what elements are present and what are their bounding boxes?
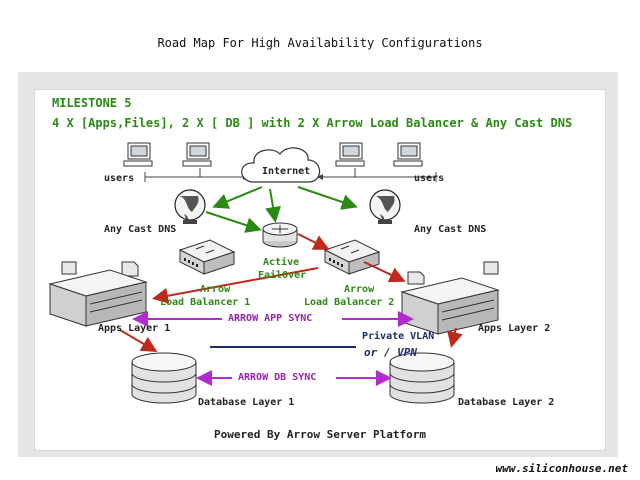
milestone-label: MILESTONE 5 — [52, 96, 132, 110]
lb2-arrow-label: Arrow — [344, 284, 375, 295]
powered-by-label: Powered By Arrow Server Platform — [214, 428, 426, 441]
internet-label: Internet — [262, 166, 311, 177]
red-arrows — [119, 233, 463, 353]
router-icon — [262, 222, 298, 248]
or-vpn-label: or / VPN — [364, 346, 417, 359]
server-icon — [48, 261, 148, 327]
computer-icon — [182, 142, 212, 167]
computer-icon — [123, 142, 153, 167]
database-icon — [131, 352, 197, 404]
failover-label: FailOver — [258, 270, 307, 281]
users-right-label: users — [414, 173, 445, 184]
switch-icon — [178, 239, 236, 275]
lb1-name-label: Load Balancer 1 — [160, 297, 251, 308]
globe-icon — [174, 189, 206, 224]
database-icon — [389, 352, 455, 404]
lb1-arrow-label: Arrow — [200, 284, 231, 295]
sync-arrows — [132, 311, 414, 386]
database-layer-2-label: Database Layer 2 — [458, 397, 555, 408]
users-left-label: users — [104, 173, 135, 184]
page-title: Road Map For High Availability Configura… — [157, 36, 483, 50]
switch-icon — [323, 239, 381, 275]
green-arrows — [205, 186, 358, 233]
milestone-description: 4 X [Apps,Files], 2 X [ DB ] with 2 X Ar… — [52, 116, 573, 130]
database-layer-1-label: Database Layer 1 — [198, 397, 295, 408]
website-url[interactable]: www.siliconhouse.net — [495, 462, 628, 475]
dns-left-label: Any Cast DNS — [104, 224, 177, 235]
app-sync-label: ARROW APP SYNC — [228, 313, 313, 324]
computer-icon — [393, 142, 423, 167]
dns-right-label: Any Cast DNS — [414, 224, 487, 235]
active-label: Active — [263, 257, 300, 268]
apps-layer-2-label: Apps Layer 2 — [478, 323, 551, 334]
db-sync-label: ARROW DB SYNC — [238, 372, 317, 383]
globe-icon — [369, 189, 401, 224]
apps-layer-1-label: Apps Layer 1 — [98, 323, 171, 334]
private-vlan-label: Private VLAN — [362, 331, 435, 342]
internet-cloud-icon — [241, 147, 321, 183]
user-links — [144, 168, 437, 182]
lb2-name-label: Load Balancer 2 — [304, 297, 395, 308]
computer-icon — [335, 142, 365, 167]
